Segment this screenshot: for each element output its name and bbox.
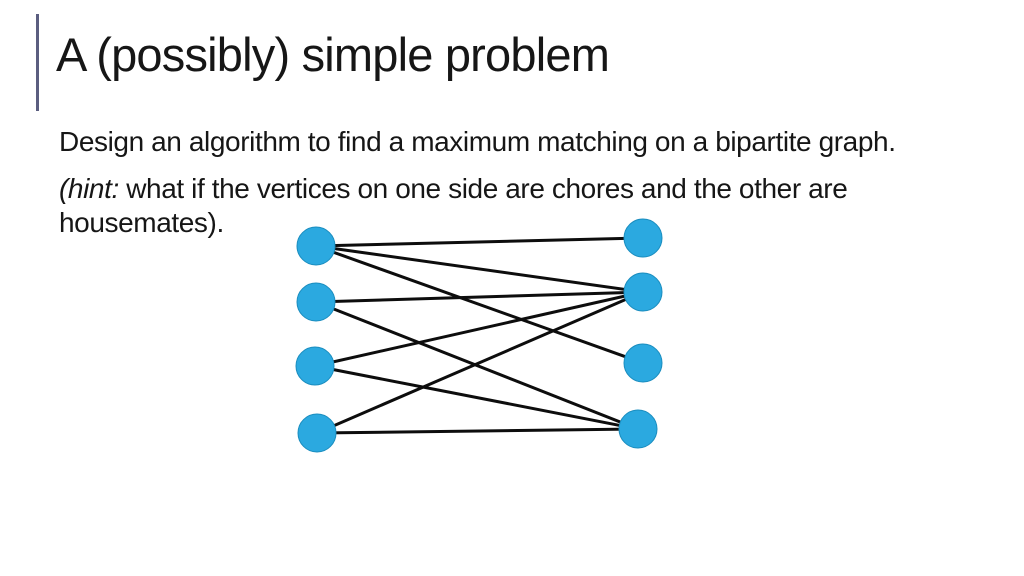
slide-title: A (possibly) simple problem <box>56 28 610 81</box>
edge-L4-R2 <box>316 290 644 435</box>
edge-L4-R4 <box>316 427 639 435</box>
vertex-L2 <box>296 282 336 322</box>
vertex-R4 <box>618 409 658 449</box>
edge-L1-R2 <box>315 244 644 294</box>
edge-L1-R3 <box>315 244 644 365</box>
vertex-R3 <box>623 343 663 383</box>
vertex-R2 <box>623 272 663 312</box>
title-accent-bar <box>36 14 39 111</box>
vertex-R1 <box>623 218 663 258</box>
edge-L1-R1 <box>315 236 644 248</box>
vertex-L1 <box>296 226 336 266</box>
vertex-L3 <box>295 346 335 386</box>
hint-line2: housemates). <box>59 207 224 238</box>
hint-text: (hint: what if the vertices on one side … <box>59 172 848 240</box>
body-text: Design an algorithm to find a maximum ma… <box>59 126 896 157</box>
hint-rest-line1: what if the vertices on one side are cho… <box>118 173 848 204</box>
edge-L3-R4 <box>314 364 639 431</box>
graph-nodes-layer <box>295 218 663 453</box>
hint-italic-label: (hint: <box>59 173 119 204</box>
edge-L2-R2 <box>315 290 644 304</box>
edge-L2-R4 <box>315 300 639 431</box>
vertex-L4 <box>297 413 337 453</box>
edge-L3-R2 <box>314 290 644 368</box>
graph-edges-layer <box>314 236 644 435</box>
